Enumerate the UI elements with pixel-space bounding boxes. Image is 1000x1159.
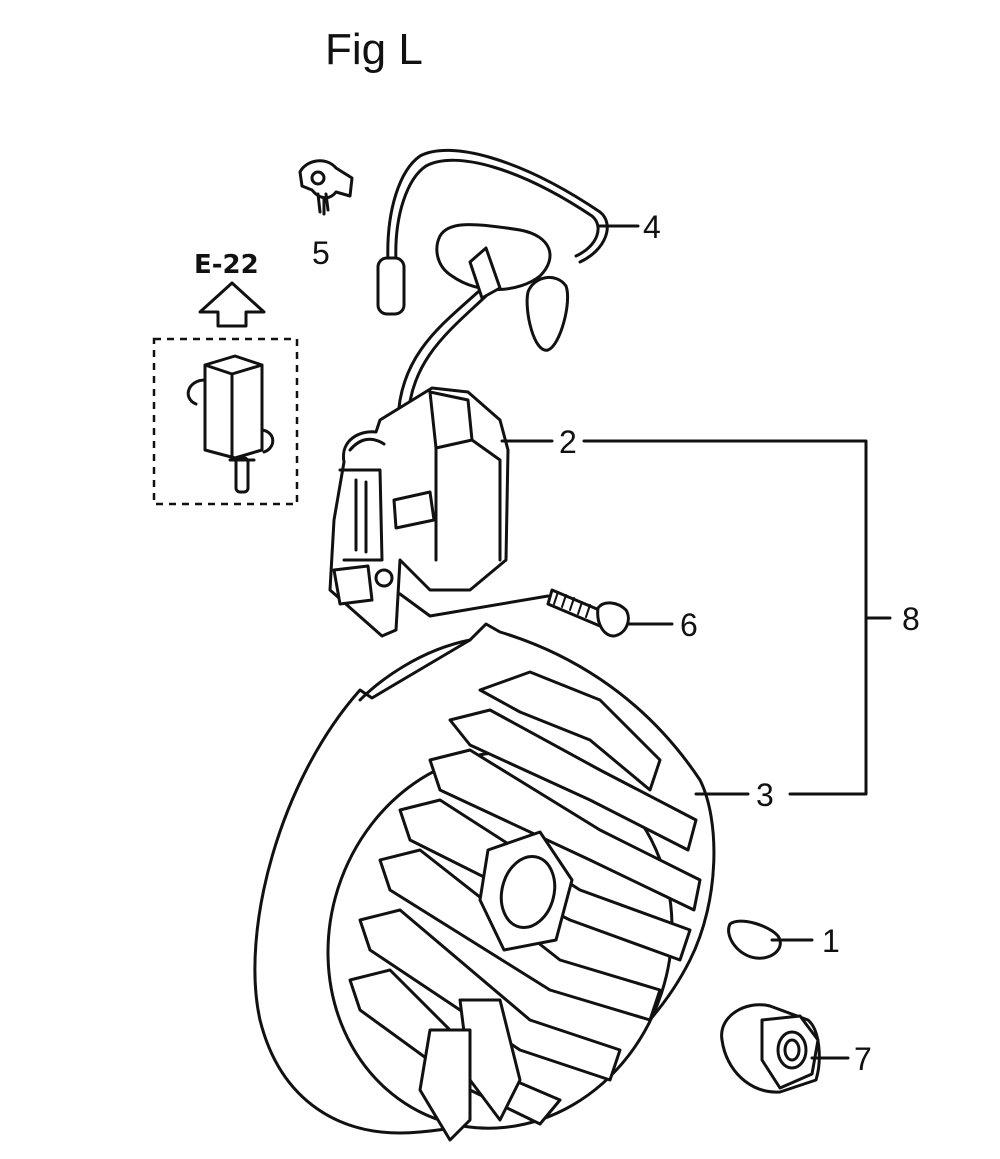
callout-3[interactable]: 3 (756, 777, 774, 813)
callout-7[interactable]: 7 (854, 1041, 872, 1077)
reference-e22-group[interactable]: E-22 (152, 250, 299, 506)
part-4-lead-drawing (376, 148, 609, 492)
callout-4[interactable]: 4 (643, 209, 661, 245)
leader-lines (322, 196, 892, 1060)
callout-8[interactable]: 8 (902, 601, 920, 637)
reference-arrow-icon (198, 281, 266, 328)
module-part-drawing (186, 354, 275, 494)
part-1-key-drawing (727, 919, 782, 960)
part-7-nut-drawing (720, 1003, 821, 1094)
figure-title: Fig L (325, 25, 423, 74)
callout-1[interactable]: 1 (822, 923, 840, 959)
callout-2[interactable]: 2 (559, 424, 577, 460)
callout-5[interactable]: 5 (312, 235, 330, 271)
part-3-flywheel-drawing (253, 622, 716, 1142)
reference-label: E-22 (194, 250, 259, 280)
part-5-clip-drawing (298, 159, 354, 214)
part-6-bolt-drawing (398, 588, 630, 638)
part-2-ignition-coil-drawing (328, 386, 510, 638)
reference-dashed-box (152, 337, 299, 506)
callout-6[interactable]: 6 (680, 607, 698, 643)
